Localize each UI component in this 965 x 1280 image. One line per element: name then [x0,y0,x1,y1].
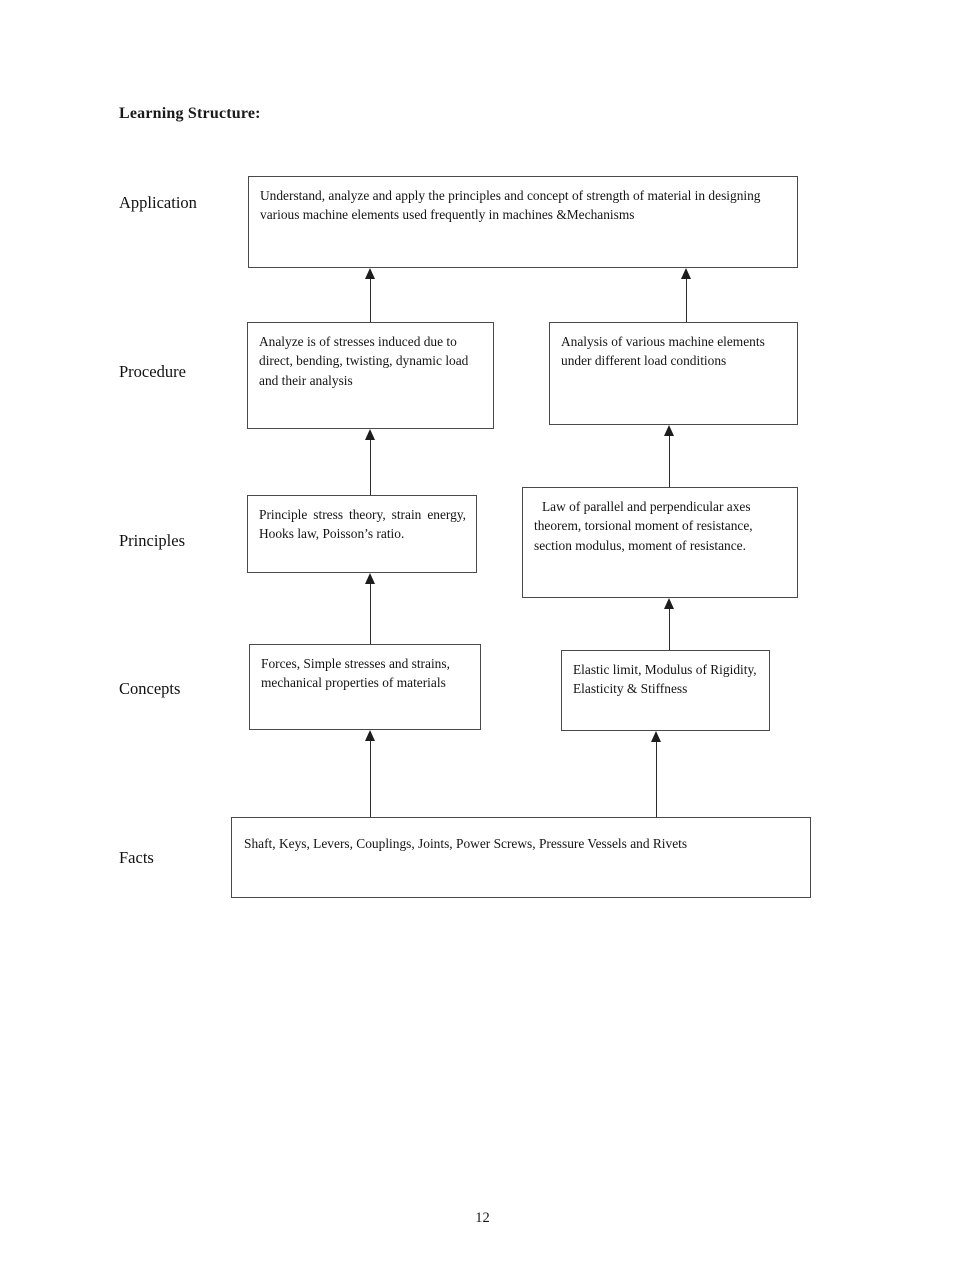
level-label-concepts: Concepts [119,679,181,698]
principles-right-box: Law of parallel and perpendicular axes t… [522,487,798,598]
arrow-stem [370,738,372,818]
level-label-procedure: Procedure [119,362,186,381]
arrow-facts-to-concepts-left [365,730,376,818]
concepts-left-box: Forces, Simple stresses and strains, mec… [249,644,481,730]
arrow-principles-left-to-procedure-left [365,429,376,495]
principles-left-box: Principle stress theory, strain energy, … [247,495,477,573]
arrow-stem [686,276,688,322]
arrow-procedure-left-to-application [365,268,376,322]
procedure-right-box: Analysis of various machine elements und… [549,322,798,425]
facts-box-text: Shaft, Keys, Levers, Couplings, Joints, … [244,836,688,851]
application-box-text: Understand, analyze and apply the princi… [260,188,761,223]
concepts-left-box-text: Forces, Simple stresses and strains, mec… [261,656,450,691]
arrow-head [365,429,375,440]
arrow-facts-to-concepts-right [651,731,662,818]
arrow-head [365,573,375,584]
arrow-stem [370,437,372,495]
arrow-head [365,730,375,741]
arrow-concepts-right-to-principles-right [664,598,675,650]
arrow-stem [656,739,658,818]
arrow-concepts-left-to-principles-left [365,573,376,644]
level-label-application: Application [119,193,197,212]
procedure-left-box: Analyze is of stresses induced due to di… [247,322,494,429]
level-label-facts: Facts [119,848,154,867]
arrow-procedure-right-to-application [681,268,692,322]
principles-left-box-text: Principle stress theory, strain energy, … [259,507,466,542]
page-number: 12 [475,1210,490,1226]
arrow-head [651,731,661,742]
arrow-principles-right-to-procedure-right [664,425,675,487]
arrow-stem [370,581,372,644]
arrow-head [664,598,674,609]
procedure-right-box-text: Analysis of various machine elements und… [561,334,765,369]
level-label-principles: Principles [119,531,185,550]
concepts-right-box: Elastic limit, Modulus of Rigidity, Elas… [561,650,770,731]
page-title: Learning Structure: [119,105,261,122]
arrow-head [681,268,691,279]
facts-box: Shaft, Keys, Levers, Couplings, Joints, … [231,817,811,898]
arrow-head [365,268,375,279]
application-box: Understand, analyze and apply the princi… [248,176,798,268]
arrow-head [664,425,674,436]
arrow-stem [370,276,372,322]
procedure-left-box-text: Analyze is of stresses induced due to di… [259,334,469,388]
concepts-right-box-text: Elastic limit, Modulus of Rigidity, Elas… [573,662,757,697]
arrow-stem [669,433,671,487]
principles-right-box-text: Law of parallel and perpendicular axes t… [534,499,753,553]
arrow-stem [669,606,671,650]
